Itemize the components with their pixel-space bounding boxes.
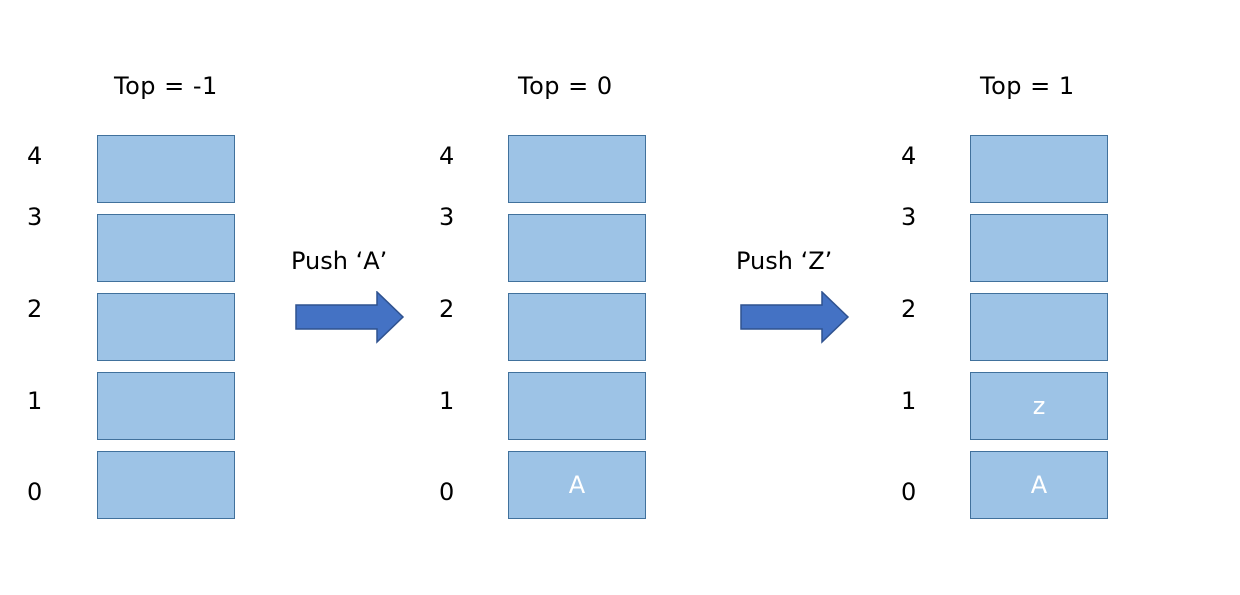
stack-cell-0: A xyxy=(508,451,646,519)
index-label: 0 xyxy=(901,478,917,506)
stack-cell-2 xyxy=(970,293,1108,361)
stack-cell-1 xyxy=(508,372,646,440)
stack-title: Top = -1 xyxy=(114,72,218,100)
right-arrow-icon xyxy=(295,291,405,344)
stack-cell-4 xyxy=(970,135,1108,203)
stack-cell-0: A xyxy=(970,451,1108,519)
index-label: 3 xyxy=(901,203,917,231)
right-arrow-icon xyxy=(740,291,850,344)
stack-cell-4 xyxy=(97,135,235,203)
stack-title: Top = 0 xyxy=(518,72,613,100)
index-label: 1 xyxy=(901,387,917,415)
push-operation-2: Push ‘Z’ xyxy=(736,247,856,347)
stack-cell-2 xyxy=(97,293,235,361)
index-label: 4 xyxy=(27,142,43,170)
stack-cell-1: z xyxy=(970,372,1108,440)
index-label: 3 xyxy=(439,203,455,231)
stack-cell-3 xyxy=(508,214,646,282)
operation-label: Push ‘A’ xyxy=(291,247,388,275)
index-label: 2 xyxy=(27,295,43,323)
stack-cell-3 xyxy=(970,214,1108,282)
stack-cell-1 xyxy=(97,372,235,440)
index-label: 1 xyxy=(439,387,455,415)
stack-cell-4 xyxy=(508,135,646,203)
stack-cell-3 xyxy=(97,214,235,282)
index-label: 4 xyxy=(439,142,455,170)
index-label: 0 xyxy=(439,478,455,506)
stack-cell-2 xyxy=(508,293,646,361)
operation-label: Push ‘Z’ xyxy=(736,247,833,275)
index-label: 2 xyxy=(439,295,455,323)
stack-title: Top = 1 xyxy=(980,72,1075,100)
index-label: 0 xyxy=(27,478,43,506)
index-label: 1 xyxy=(27,387,43,415)
index-label: 2 xyxy=(901,295,917,323)
index-label: 3 xyxy=(27,203,43,231)
stack-cell-0 xyxy=(97,451,235,519)
index-label: 4 xyxy=(901,142,917,170)
push-operation-1: Push ‘A’ xyxy=(291,247,411,347)
